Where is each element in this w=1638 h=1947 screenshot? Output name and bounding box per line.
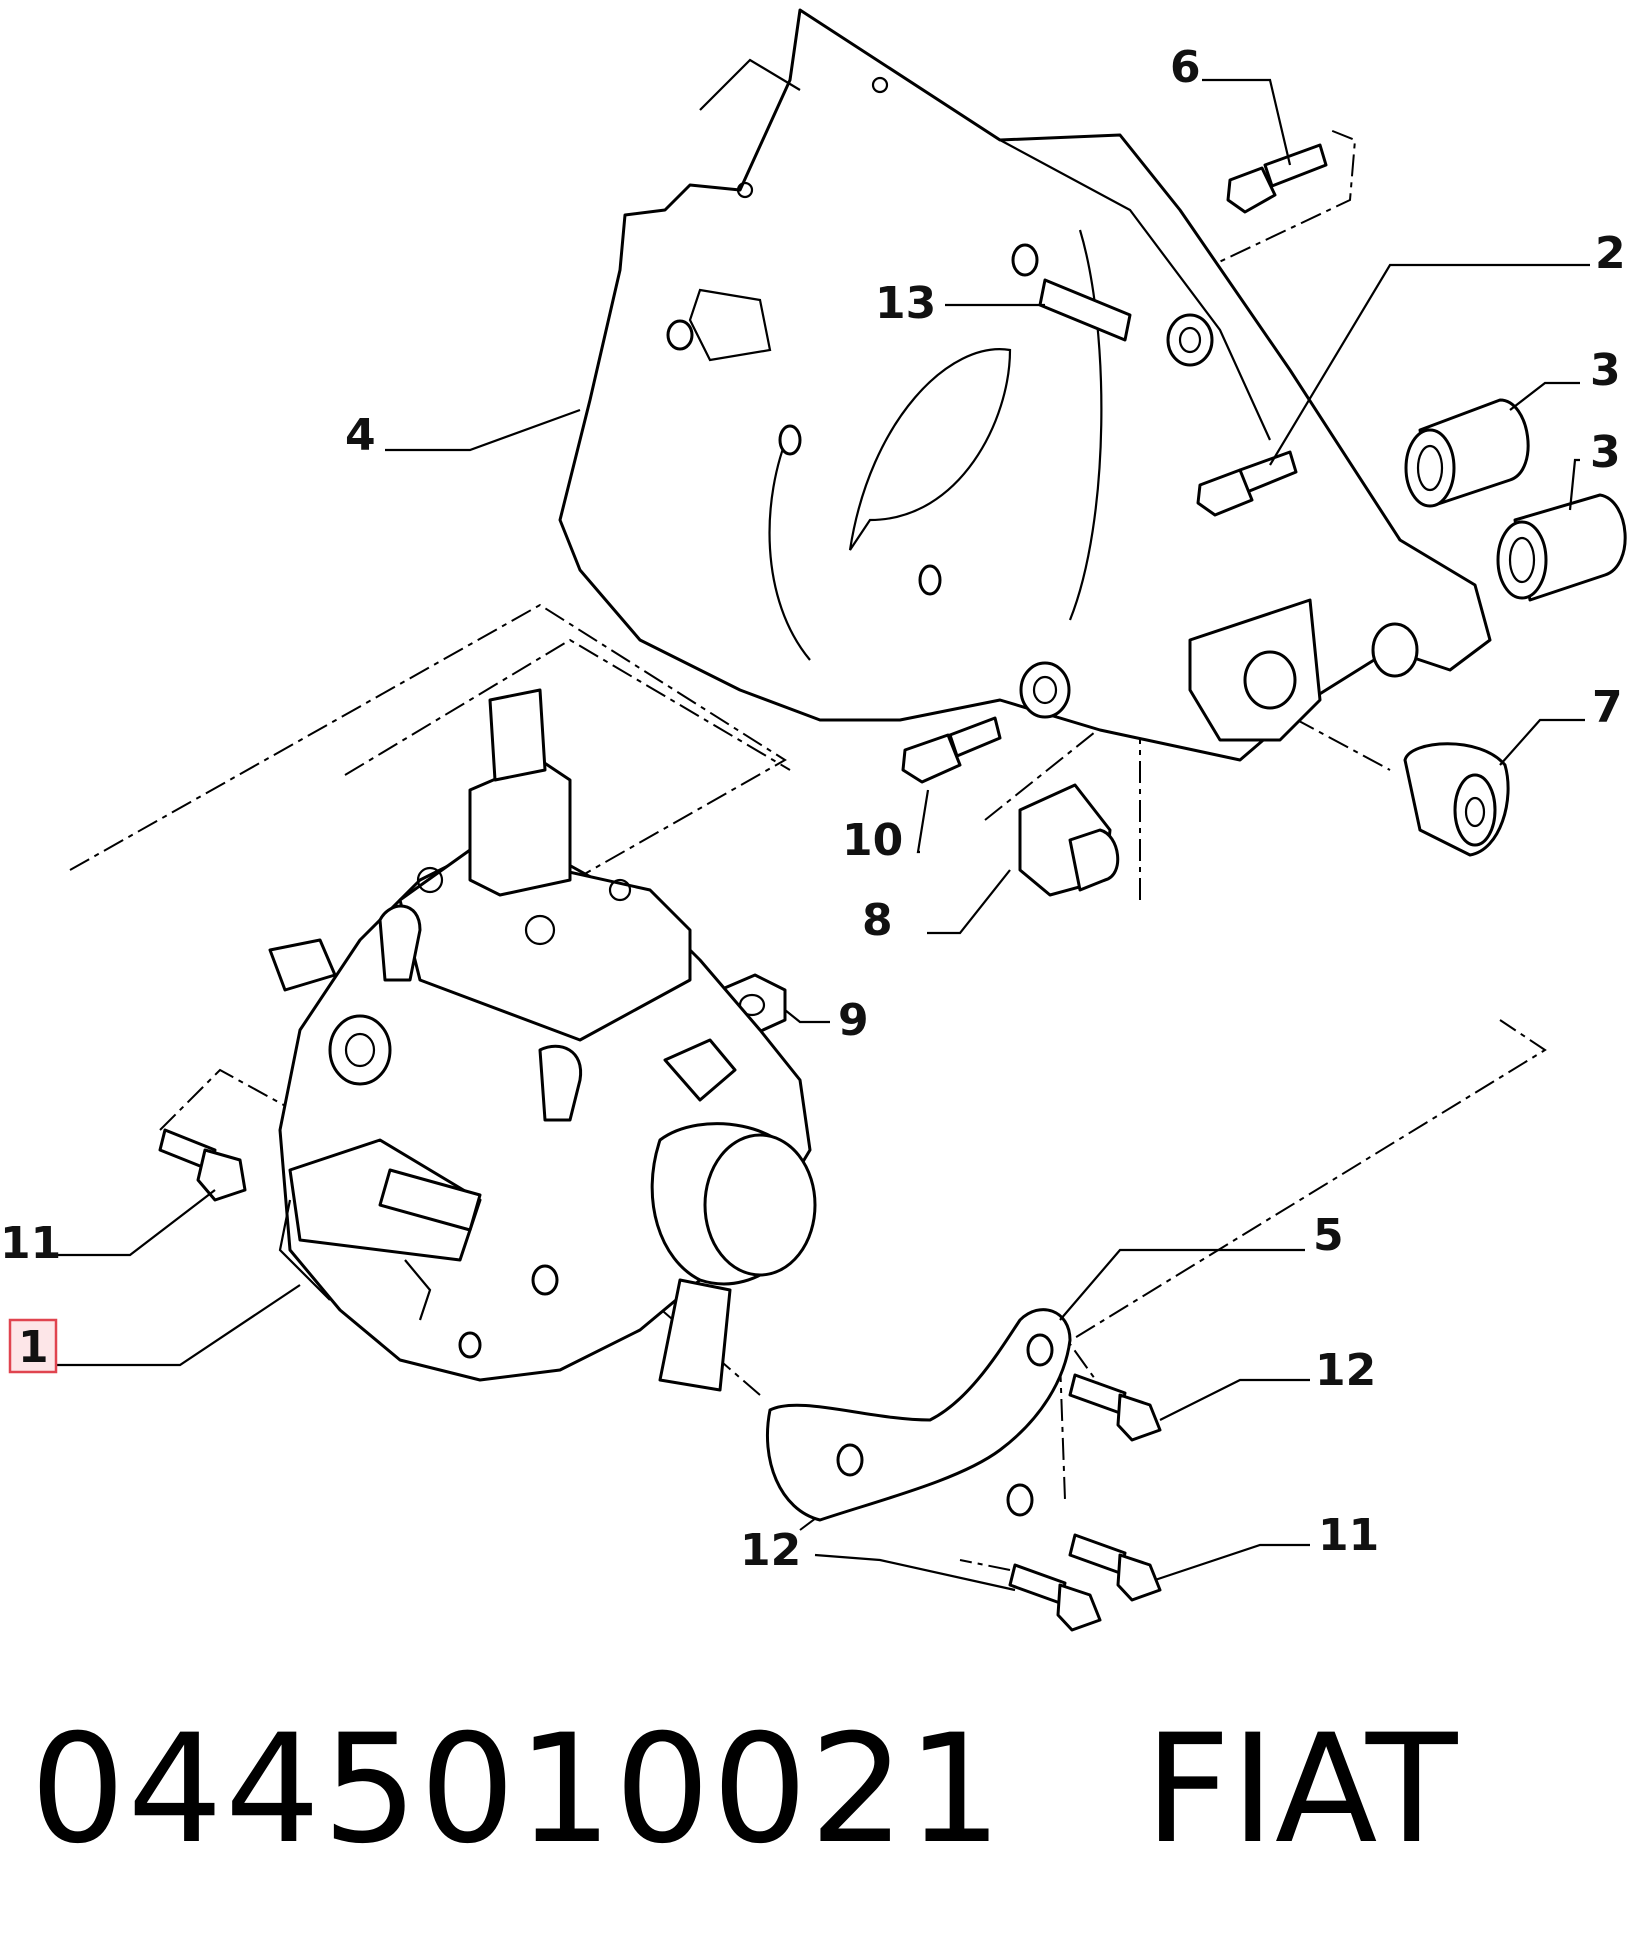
- callout-6[interactable]: 6: [1170, 42, 1201, 93]
- callout-5[interactable]: 5: [1313, 1210, 1344, 1261]
- callout-8[interactable]: 8: [862, 895, 893, 946]
- callout-9[interactable]: 9: [838, 995, 869, 1046]
- part-3-bushings: [1404, 398, 1627, 602]
- part-11-bolt-right: [1068, 1533, 1162, 1602]
- brand-name: FIAT: [1144, 1703, 1458, 1877]
- callout-10[interactable]: 10: [842, 815, 903, 866]
- callout-12-upper[interactable]: 12: [1315, 1345, 1376, 1396]
- callout-1-highlight: [8, 1318, 58, 1374]
- part-10-bolt: [901, 716, 1002, 784]
- part-info-footer: 0445010021 FIAT: [30, 1690, 1590, 1890]
- callout-12-lower[interactable]: 12: [740, 1525, 801, 1576]
- callout-1[interactable]: 1: [18, 1322, 49, 1373]
- callout-13[interactable]: 13: [875, 278, 936, 329]
- part-number: 0445010021: [30, 1703, 1005, 1877]
- part-11-bolt-left: [158, 1128, 247, 1202]
- callout-labels: 1 2 3 3 4 5 6 7 8 9 10 11 11 12 12 13: [0, 42, 1626, 1576]
- leader-lines: [47, 78, 1590, 1592]
- part-4-engine-bracket: [558, 8, 1492, 762]
- part-12-bolt-lower: [1008, 1563, 1102, 1632]
- part-6-bolt: [1226, 143, 1328, 214]
- callout-3-upper[interactable]: 3: [1590, 345, 1621, 396]
- callout-2[interactable]: 2: [1595, 228, 1626, 279]
- callout-11-right[interactable]: 11: [1318, 1510, 1379, 1561]
- callout-3-lower[interactable]: 3: [1590, 427, 1621, 478]
- part-1-high-pressure-pump: [268, 688, 817, 1392]
- callout-11-left[interactable]: 11: [0, 1218, 61, 1269]
- exploded-parts-diagram: 1 2 3 3 4 5 6 7 8 9 10 11 11 12 12 13: [0, 8, 1627, 1632]
- part-8-sensor: [1018, 783, 1120, 897]
- part-12-bolt-upper: [1068, 1373, 1162, 1442]
- part-2-bolt: [1196, 450, 1298, 517]
- part-5-bracket-arm: [765, 1308, 1072, 1522]
- callout-4[interactable]: 4: [345, 410, 376, 461]
- part-13-stud: [1038, 278, 1132, 342]
- callout-7[interactable]: 7: [1592, 682, 1623, 733]
- part-7-flanged-bush: [1403, 742, 1510, 857]
